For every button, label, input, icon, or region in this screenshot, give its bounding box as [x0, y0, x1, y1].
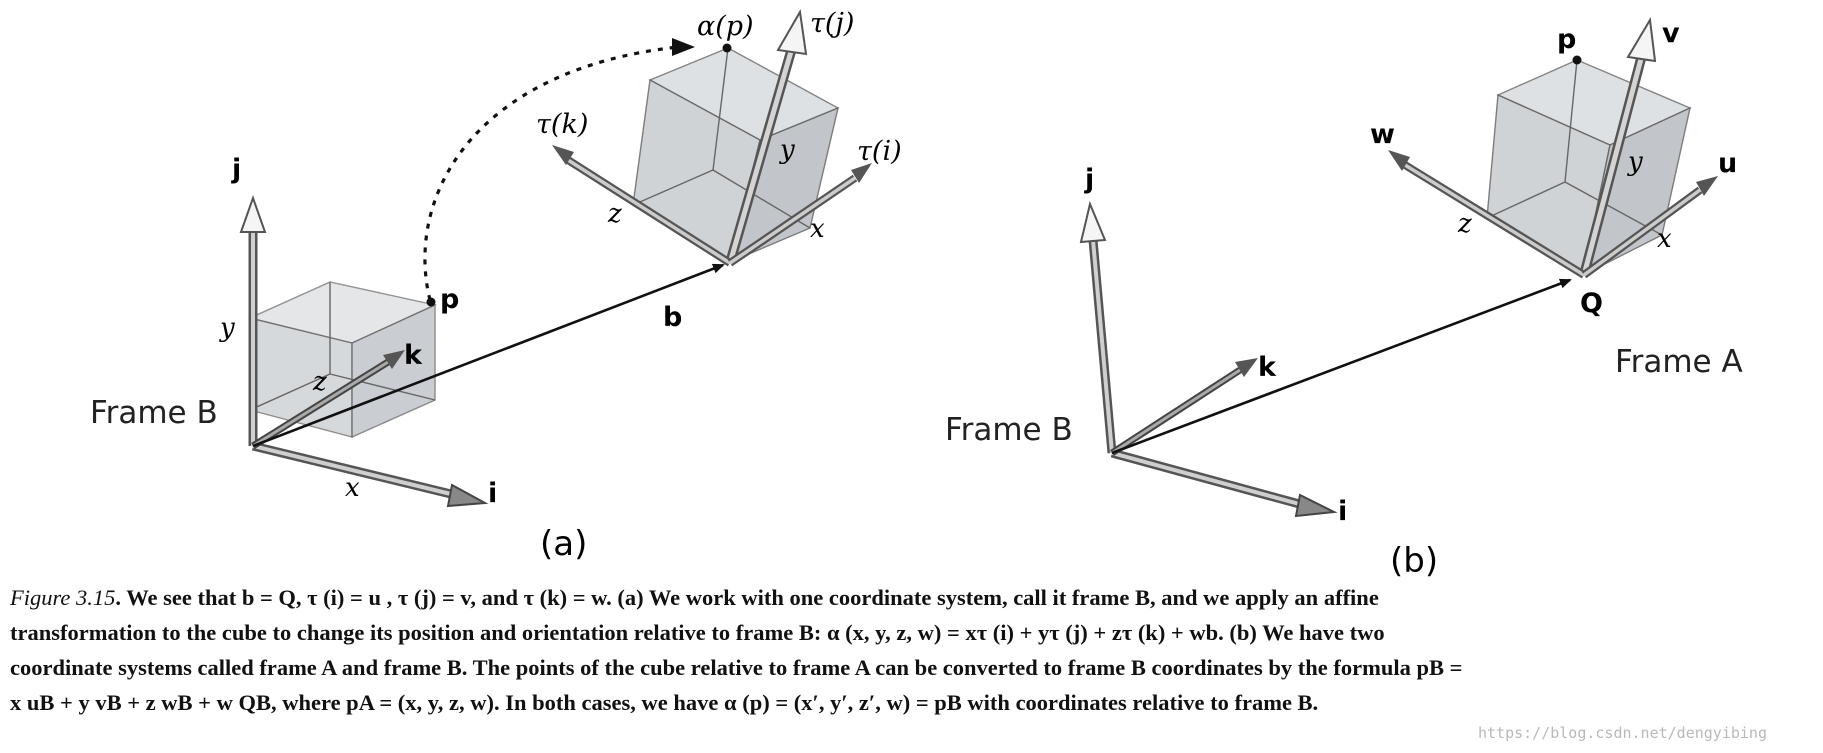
alpha-p-dot — [722, 43, 732, 53]
alpha-mapping-arc — [423, 45, 679, 301]
origin-q-label: Q — [1580, 288, 1603, 319]
cube-y-label-a: y — [219, 313, 235, 343]
axis-k-label-b: k — [1258, 352, 1277, 383]
caption-line-3: coordinate systems called frame A and fr… — [10, 655, 1463, 680]
axis-j-label-b: j — [1084, 164, 1094, 195]
vector-b-arrow — [252, 263, 725, 448]
axis-j-label-a: j — [231, 154, 241, 185]
figure-label: Figure 3.15 — [10, 585, 116, 610]
axis-k-label-a: k — [404, 340, 423, 371]
caption-line-4: x uB + y vB + z wB + w QB, where pA = (x… — [10, 690, 1319, 715]
point-p-dot — [426, 297, 436, 307]
moved-y-label-b: y — [1627, 147, 1643, 177]
moved-x-label-a: x — [810, 214, 825, 244]
cube-x-label-a: x — [345, 473, 360, 503]
moved-z-label-a: z — [607, 199, 622, 229]
panel-a: j i k y z x p b Frame B α(p) τ(j) τ(k) τ… — [90, 8, 902, 564]
axis-v-label: v — [1662, 18, 1680, 49]
axis-u-label: u — [1718, 148, 1737, 179]
cube-z-label-a: z — [312, 367, 327, 397]
moved-x-label-b: x — [1657, 224, 1672, 254]
vector-q-arrow — [1111, 278, 1572, 455]
frame-b-label-b: Frame B — [945, 412, 1073, 448]
point-p-dot-b — [1572, 55, 1582, 65]
moved-y-label-a: y — [779, 135, 795, 165]
caption-line-1: Figure 3.15. We see that b = Q, τ (i) = … — [10, 580, 1810, 615]
frame-b-axes-b — [1079, 200, 1338, 518]
point-p-label-a: p — [440, 284, 459, 315]
axis-i-label-b: i — [1338, 496, 1347, 527]
frame-b-label-a: Frame B — [90, 395, 218, 431]
frame-a-label: Frame A — [1615, 344, 1743, 380]
figure-diagram: j i k y z x p b Frame B α(p) τ(j) τ(k) τ… — [90, 8, 1743, 580]
figure-caption: Figure 3.15. We see that b = Q, τ (i) = … — [10, 580, 1810, 720]
tau-j-label: τ(j) — [810, 8, 854, 39]
tau-i-label: τ(i) — [857, 136, 902, 167]
vector-b-label: b — [663, 302, 682, 333]
axis-i-label-a: i — [488, 478, 497, 509]
axis-w-label: w — [1370, 119, 1395, 150]
sublabel-a: (a) — [540, 524, 587, 564]
panel-b: j i k Frame B Frame A p Q v w u y z x (b… — [945, 16, 1743, 580]
caption-line-2: transformation to the cube to change its… — [10, 620, 1385, 645]
point-p-label-b: p — [1557, 24, 1576, 55]
caption-line-1-text: . We see that b = Q, τ (i) = u , τ (j) =… — [115, 585, 1379, 610]
moved-z-label-b: z — [1457, 209, 1472, 239]
cube-a-original — [247, 281, 438, 439]
alpha-p-label: α(p) — [697, 11, 754, 42]
sublabel-b: (b) — [1390, 541, 1438, 580]
frame-a-axes — [1388, 16, 1718, 279]
tau-k-label: τ(k) — [536, 109, 588, 140]
transformed-axes-a — [552, 8, 872, 267]
frame-b-axes-a — [239, 194, 489, 508]
watermark-text: https://blog.csdn.net/dengyibing — [1478, 724, 1767, 742]
cube-a-transformed — [632, 47, 840, 264]
